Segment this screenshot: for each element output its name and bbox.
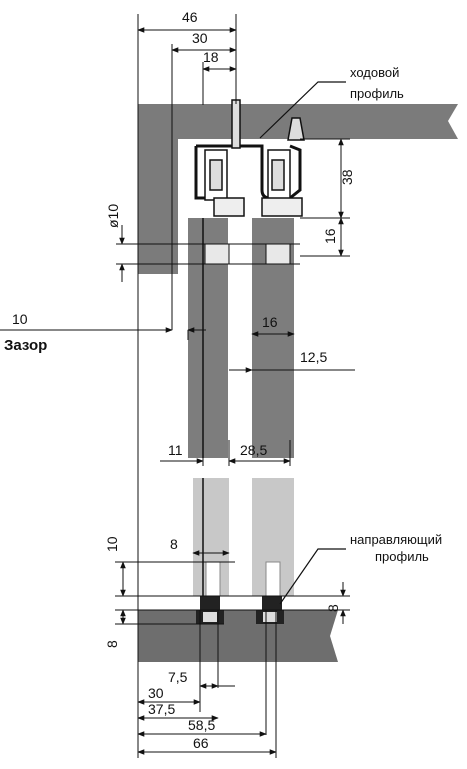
extension-lines: [137, 14, 291, 758]
svg-text:8: 8: [325, 604, 341, 612]
guide-profile: [196, 610, 284, 624]
dim-11: 11: [160, 442, 204, 464]
dim-46: 46: [137, 9, 237, 33]
svg-text:11: 11: [168, 442, 183, 458]
door-right-bolt: [265, 243, 291, 265]
svg-text:профиль: профиль: [375, 549, 429, 564]
floor-block: [138, 610, 338, 662]
dim-12-5: 12,5: [229, 349, 355, 373]
guide-stoppers: [200, 596, 282, 610]
dim-16-right: 16: [322, 217, 344, 257]
svg-text:10: 10: [104, 536, 120, 552]
svg-text:46: 46: [182, 9, 198, 25]
dim-7-5: 7,5: [168, 669, 235, 689]
dim-16-mid: 16: [251, 314, 295, 337]
svg-text:ø10: ø10: [105, 204, 121, 228]
dim-30-bottom: 30: [137, 685, 201, 705]
svg-text:12,5: 12,5: [300, 349, 327, 365]
svg-text:7,5: 7,5: [168, 669, 188, 685]
roller-carriage-left: [204, 99, 245, 217]
svg-text:8: 8: [170, 536, 178, 552]
svg-text:8: 8: [104, 640, 120, 648]
svg-text:66: 66: [193, 735, 209, 751]
dim-8-top: 8: [170, 536, 230, 556]
door-left-bolt: [204, 243, 230, 265]
svg-text:38: 38: [339, 169, 355, 185]
roller-carriage-right: [261, 117, 305, 217]
dim-phi10: ø10: [105, 204, 300, 282]
svg-text:30: 30: [192, 30, 208, 46]
svg-text:10: 10: [12, 311, 28, 327]
svg-text:профиль: профиль: [350, 86, 404, 101]
dim-58-5: 58,5: [137, 717, 267, 737]
dim-38: 38: [338, 138, 355, 219]
wall-block: [138, 104, 178, 274]
dim-8-right: 8: [325, 582, 346, 624]
svg-text:58,5: 58,5: [188, 717, 215, 733]
svg-text:ходовой: ходовой: [350, 65, 399, 80]
svg-text:16: 16: [322, 228, 338, 244]
dim-18: 18: [202, 49, 237, 72]
svg-text:16: 16: [262, 314, 278, 330]
svg-text:направляющий: направляющий: [350, 532, 442, 547]
dim-30-top: 30: [171, 30, 237, 53]
dim-37-5: 37,5: [137, 701, 219, 721]
guide-profile-label: направляющий профиль: [279, 532, 442, 605]
svg-text:18: 18: [203, 49, 219, 65]
svg-text:Зазор: Зазор: [4, 337, 47, 354]
dim-10-left: 10: [104, 536, 126, 597]
svg-text:37,5: 37,5: [148, 701, 175, 717]
running-profile-label: ходовой профиль: [259, 65, 404, 139]
gap-label: 10 Зазор: [0, 311, 206, 354]
dim-28-5: 28,5: [228, 442, 291, 464]
dim-8-left: 8: [104, 609, 126, 648]
svg-text:30: 30: [148, 685, 164, 701]
dim-66: 66: [137, 735, 277, 755]
svg-text:28,5: 28,5: [240, 442, 267, 458]
